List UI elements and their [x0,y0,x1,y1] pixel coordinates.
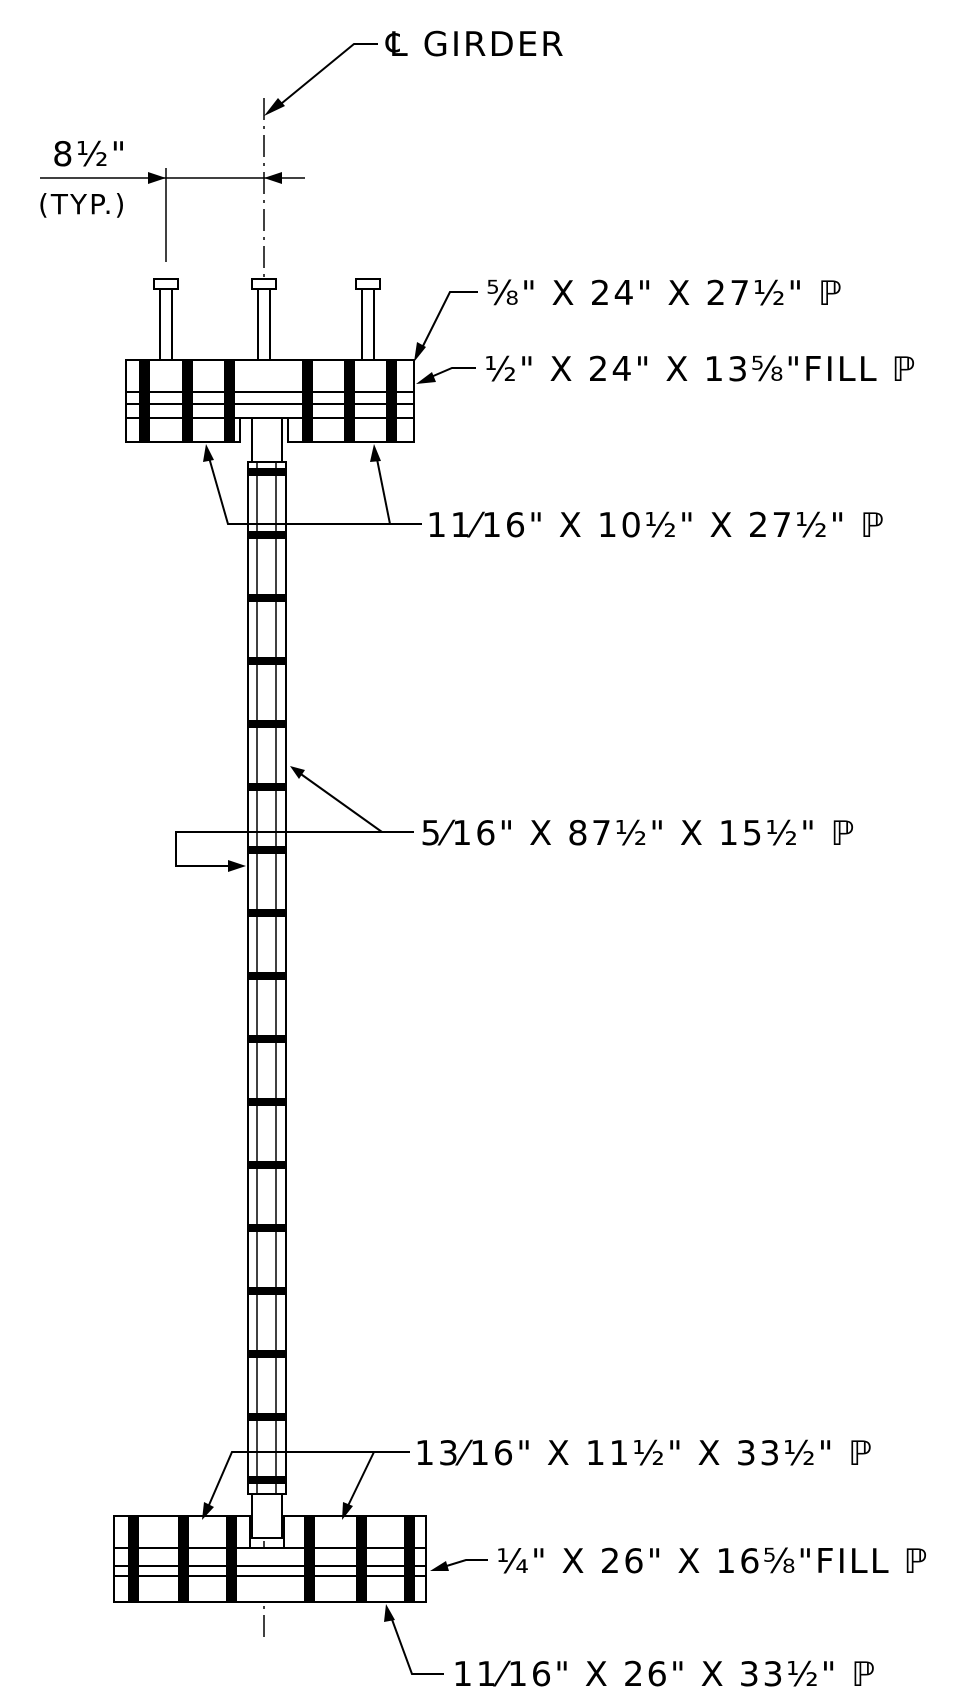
dimension-note: (TYP.) [38,188,127,221]
centerline-leader [275,43,378,109]
bottom-splice-plates-callout: 13⁄16" X 11½" X 33½" ℙ [414,1434,874,1474]
dimension-value: 8½" [52,135,128,175]
web-splice [247,417,287,1539]
top-fill-plate-callout: ½" X 24" X 13⅝"FILL ℙ [484,350,917,390]
centerline-label: ℄ GIRDER [385,25,566,65]
bottom-fill-plate-leader [439,1559,488,1569]
bottom-cover-plate-leader [389,1613,444,1675]
centerline-leader-arrow [264,98,285,116]
top-splice-plates-leader [207,453,422,525]
shear-studs [153,278,381,361]
bottom-cover-plate-callout: 11⁄16" X 26" X 33½" ℙ [452,1655,877,1695]
top-cover-plate-callout: ⅝" X 24" X 27½" ℙ [486,274,844,314]
top-splice-plates-callout: 11⁄16" X 10½" X 27½" ℙ [426,506,886,546]
top-cover-plate-leader [419,291,478,353]
web-splice-plate-callout: 5⁄16" X 87½" X 15½" ℙ [420,814,856,854]
bottom-flange-splice [113,1515,427,1603]
bottom-fill-plate-callout: ¼" X 26" X 16⅝"FILL ℙ [496,1542,929,1582]
dimension-arrow-right [264,172,282,184]
bottom-splice-plates-leader [205,1451,410,1513]
web-splice-plate-leader [175,831,414,867]
dimension-arrow-left [148,172,166,184]
